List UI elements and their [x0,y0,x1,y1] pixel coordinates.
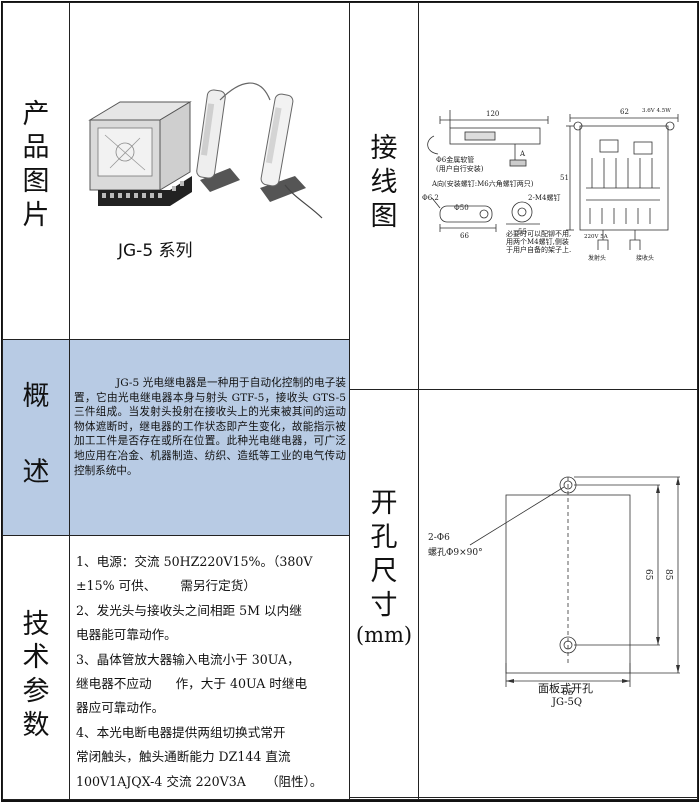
hole-size-cell [418,389,698,800]
label-char: 寸 [370,589,398,621]
tech-params-label: 技 术 参 数 [2,600,70,750]
mount-note-2: 用两个M4螺钉,侧装 [506,237,569,246]
height-outer-label: 85 [663,569,673,581]
label-char: 图 [370,200,398,232]
param-line: 器应可靠动作。 [76,700,165,716]
label-char: 产 [22,98,50,130]
label-char: 数 [22,709,50,741]
label-char: 述 [22,457,50,488]
label-char: 接 [370,133,398,165]
param-line: 3、晶体管放大器输入电流小于 30UA， [76,651,300,667]
receiver-label: 接收头 [636,254,654,262]
label-char: 图 [22,166,50,197]
cutout-caption-line1: 面板式开孔 [538,682,593,695]
label-char: 技 [22,608,50,640]
dim-66-label: 66 [460,232,469,240]
param-line: 2、发光头与接收头之间相距 5M 以内继 [76,602,302,618]
ac-label: 220V 5A [584,234,609,240]
relay-unit-image [88,101,192,206]
mount-note-1: 必要时可以配铆不用, [506,229,571,238]
param-line: 4、本光电断电器提供两组切换式常开 [76,724,286,740]
emitter-label: 发射头 [588,254,606,262]
wiring-label: 接 线 图 [349,128,419,238]
overview-text: JG-5 光电继电器是一种用于自动化控制的电子装置，它由光电继电器本身与射头 G… [74,377,346,477]
param-line: ±15% 可供、 需另行定货） [76,578,256,594]
label-char: 参 [22,676,50,707]
overview-label-cell [2,339,70,536]
a-label: A [519,150,526,158]
cutout-caption-line2: JG-5Q [552,697,583,708]
width-label: 65 [562,688,574,698]
param-line: 常闭触头，触头通断能力 DZ144 直流 [76,749,291,765]
overview-text-cell [69,339,350,536]
label-char: 概 [22,381,50,413]
label-char: 片 [22,199,50,231]
label-char: 术 [22,642,50,674]
label-char: 孔 [370,522,398,554]
dim-62-label: 62 [620,108,629,116]
phi50-label: Φ50 [454,204,469,212]
label-char: 线 [370,167,398,199]
dim-120-label: 120 [486,110,499,118]
screw-hole-label: 螺孔Φ9×90° [428,547,483,558]
product-photo [88,82,323,219]
param-line: 继电器不应动 作，大于 40UA 时继电 [76,676,308,692]
dc-label: 3.6V 4.5W [642,108,671,114]
height-inner-label: 65 [643,569,653,581]
emitter-head-image [196,82,271,192]
product-image-label: 产 品 图 片 [2,90,70,240]
flexible-hose-label: Φ6金属软管 [436,155,474,164]
param-line: 100V1AJQX-4 交流 220V3A （阻性）。 [76,773,323,789]
wiring-diagram: 120 62 51 66 55 A Φ6金属软管 (用户自行安装) A向(安装螺… [422,108,679,262]
overview-label: 概 述 [2,370,70,500]
install-note-label: A向(安装螺钉:M6六角螺钉两只) [431,179,534,188]
tech-params-list: 1、电源：交流 50HZ220V15%。（380V ±15% 可供、 需另行定货… [76,550,346,794]
label-char: 品 [22,132,50,164]
label-char: 尺 [370,555,398,587]
dim-55-label: 55 [518,228,527,236]
mount-note-3: 于用户自备的架子上. [506,245,571,254]
label-char: 开 [370,488,398,520]
bottom-rule [350,797,698,798]
receiver-head-image [260,93,323,219]
holes-label: 2-Φ6 [428,533,450,543]
panel-cutout-drawing: 2-Φ6 螺孔Φ9×90° 65 85 65 [428,476,680,698]
param-line: 电器能可靠动作。 [76,627,177,643]
user-install-label: (用户自行安装) [436,164,484,173]
product-caption: JG-5 系列 [118,241,193,261]
phi-small-label: Φ6.2 [422,194,439,202]
m4-label: 2-M4螺钉 [528,193,560,202]
label-unit: (mm) [355,623,413,648]
hole-size-label: 开 孔 尺 寸 (mm) [349,488,419,648]
dim-51-label: 51 [560,174,569,182]
param-line: 1、电源：交流 50HZ220V15%。（380V [76,554,313,569]
